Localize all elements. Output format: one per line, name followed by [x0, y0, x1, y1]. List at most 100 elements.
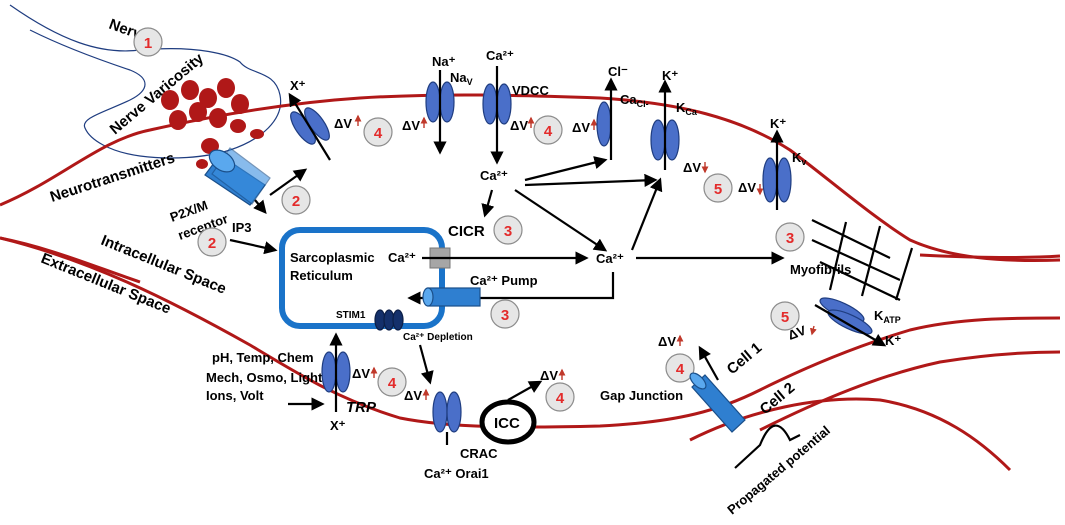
- myofibrils-label: Myofibrils: [790, 262, 851, 277]
- ca-pump-label: Ca²⁺ Pump: [470, 273, 538, 288]
- clca-channel: [596, 101, 612, 147]
- k-plus-katp-label: K⁺: [885, 333, 901, 348]
- svg-text:4: 4: [556, 390, 565, 407]
- p2xm-receptor-channel: [204, 147, 271, 206]
- gap-junction-label: Gap Junction: [600, 388, 683, 403]
- trp-stimuli-3: Ions, Volt: [206, 388, 264, 403]
- cicr-label: CICR: [448, 223, 485, 240]
- step-5-katp: 5: [770, 301, 800, 331]
- dv-down-arrow: [809, 325, 817, 336]
- trp-stimuli-1: pH, Temp, Chem: [212, 350, 314, 365]
- katp-label: KATP: [874, 308, 901, 325]
- trp-stimuli-2: Mech, Osmo, Light: [206, 370, 323, 385]
- ca-pump: [422, 287, 481, 307]
- svg-text:5: 5: [714, 181, 722, 198]
- gap-junction-channel: [689, 372, 746, 433]
- arrow-ca-to-cicr: [481, 189, 495, 218]
- ip3-label: IP3: [232, 220, 252, 235]
- sarcoplasmic-reticulum: [279, 227, 445, 329]
- dv-trp: ΔV: [352, 366, 370, 381]
- step-3-myofibrils: 3: [775, 222, 805, 252]
- myofibrils-grid: [811, 219, 914, 301]
- dv-nav: ΔV: [402, 118, 420, 133]
- ca-depletion-label: Ca²⁺ Depletion: [403, 332, 473, 343]
- arrow-x-out: [288, 92, 331, 161]
- kv-channel: [762, 157, 792, 203]
- right-membrane-tail: [919, 253, 1061, 259]
- extracellular-membrane: [0, 236, 141, 284]
- step-2-left: 2: [197, 227, 227, 257]
- svg-text:2: 2: [292, 193, 300, 210]
- cell-membrane-bottom: [0, 236, 1061, 429]
- sr-label-1: Sarcoplasmic: [290, 250, 375, 265]
- dv-kca: ΔV: [683, 160, 701, 175]
- arrow-ca-to-clca: [524, 156, 608, 182]
- cell2-membrane: [759, 350, 1061, 432]
- ca2-mid-label: Ca²⁺: [480, 168, 508, 183]
- step-4-vdcc: 4: [533, 115, 563, 145]
- cell-membrane-top: [0, 93, 1061, 262]
- dv-katp: ΔV: [786, 322, 808, 342]
- x-plus-bottom-label: X⁺: [330, 418, 346, 433]
- svg-text:2: 2: [208, 235, 216, 252]
- dv-kca-2: ΔV: [738, 180, 756, 195]
- stim1-protein: [374, 309, 404, 331]
- svg-text:4: 4: [374, 125, 383, 142]
- step-4-gap: 4: [665, 353, 695, 383]
- step-3-pump: 3: [490, 299, 520, 329]
- arrow-ca-to-kca-2: [630, 177, 663, 251]
- dv-vdcc: ΔV: [510, 118, 528, 133]
- crac-label: CRAC: [460, 446, 498, 461]
- step-1: 1: [133, 27, 163, 57]
- dv-icc: ΔV: [540, 368, 558, 383]
- propagated-label: Propagated potential: [724, 423, 833, 518]
- icc-label: ICC: [494, 415, 520, 432]
- kca-label: KCa: [676, 100, 698, 117]
- step-5-kca: 5: [703, 173, 733, 203]
- dv-gap: ΔV: [658, 334, 676, 349]
- orai1-label: Ca²⁺ Orai1: [424, 466, 489, 481]
- arrow-ca-to-kca: [524, 173, 658, 188]
- vdcc-label: VDCC: [512, 83, 549, 98]
- arrow-k-out-katp: [814, 304, 887, 347]
- sr-label-2: Reticulum: [290, 268, 353, 283]
- kv-label: Kv: [792, 150, 806, 167]
- svg-text:4: 4: [544, 123, 553, 140]
- ca2-top-label: Ca²⁺: [486, 48, 514, 63]
- cell2-membrane-lower: [689, 397, 1012, 472]
- arrow-receptor-down: [253, 199, 267, 215]
- katp-channel: [819, 297, 873, 335]
- ca2-sr-label: Ca²⁺: [388, 250, 416, 265]
- dv-vdcc-2: ΔV: [572, 120, 590, 135]
- nav-label: NaV: [450, 70, 473, 87]
- arrow-ca-to-center: [514, 189, 608, 252]
- neurotransmitters-label: Neurotransmitters: [48, 149, 177, 205]
- icc-cell: [479, 399, 537, 445]
- k-plus-kca-label: K⁺: [662, 68, 678, 83]
- svg-text:5: 5: [781, 309, 789, 326]
- arrow-receptor-to-x: [269, 168, 308, 196]
- x-plus-label: X⁺: [290, 78, 306, 93]
- step-4-trp: 4: [377, 367, 407, 397]
- svg-text:4: 4: [388, 375, 397, 392]
- na-plus-label: Na⁺: [432, 54, 456, 69]
- step-4-icc: 4: [545, 382, 575, 412]
- arrow-ip3-to-sr: [229, 238, 278, 255]
- step-2-top: 2: [281, 185, 311, 215]
- k-plus-kv-label: K⁺: [770, 116, 786, 131]
- step-4-xchannel: 4: [363, 117, 393, 147]
- dv-trp-2: ΔV: [404, 388, 422, 403]
- dv-x: ΔV: [334, 116, 352, 131]
- svg-text:3: 3: [504, 223, 512, 240]
- svg-text:1: 1: [144, 35, 152, 52]
- neurotransmitter-vesicles: [161, 78, 264, 177]
- cell2-label: Cell 2: [757, 379, 799, 418]
- svg-text:3: 3: [786, 230, 794, 247]
- kca-channel: [650, 119, 680, 161]
- step-3-cicr: 3: [493, 215, 523, 245]
- crac-channel: [432, 391, 462, 433]
- svg-text:3: 3: [501, 307, 509, 324]
- arrow-icc-out: [507, 380, 543, 401]
